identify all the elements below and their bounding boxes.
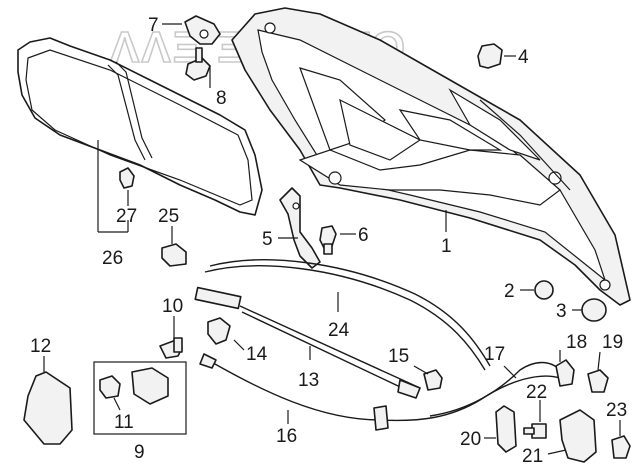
label-26: 26 [102, 248, 123, 269]
label-11: 11 [114, 412, 134, 433]
part-17-cable [429, 361, 561, 417]
label-24: 24 [328, 320, 350, 341]
part-20-latch [495, 405, 517, 453]
label-3: 3 [556, 301, 567, 322]
label-17: 17 [484, 344, 505, 365]
part-12-bracket [23, 371, 73, 445]
label-21: 21 [522, 446, 543, 467]
part-4-bumper [477, 43, 503, 69]
part-23-clip [611, 435, 631, 459]
label-23: 23 [606, 400, 627, 421]
part-2-plug [534, 280, 554, 300]
part-15-bumper [423, 369, 443, 391]
label-16: 16 [276, 426, 297, 447]
part-5-hinge [279, 187, 321, 269]
part-21-latch [559, 409, 597, 463]
label-15: 15 [388, 346, 409, 367]
label-20: 20 [460, 429, 481, 450]
label-8: 8 [216, 88, 227, 109]
label-7: 7 [148, 15, 159, 36]
part-22-bolt [523, 423, 547, 439]
label-27: 27 [116, 206, 137, 227]
part-10-bolt [159, 337, 183, 359]
part-7-bracket [184, 15, 221, 45]
label-18: 18 [566, 332, 587, 353]
label-2: 2 [504, 281, 515, 302]
part-18-clip [555, 359, 575, 387]
label-6: 6 [358, 225, 369, 246]
part-3-plug [581, 298, 607, 322]
part-24-seal [204, 259, 491, 371]
label-14: 14 [246, 344, 268, 365]
callout-labels: 1 2 3 4 5 6 7 8 9 10 11 12 13 14 15 16 1… [30, 15, 627, 467]
part-6-bolt [319, 225, 337, 255]
label-25: 25 [158, 206, 179, 227]
part-8-bolt [185, 47, 211, 81]
part-9-kit-box [93, 361, 187, 435]
label-1: 1 [441, 236, 452, 257]
part-13-prop-rod [194, 286, 421, 399]
label-13: 13 [298, 370, 319, 391]
label-22: 22 [526, 382, 547, 403]
leader-lines [43, 23, 621, 455]
part-19-clip [587, 369, 609, 393]
label-12: 12 [30, 336, 51, 357]
label-19: 19 [602, 332, 623, 353]
part-hood [231, 7, 631, 306]
part-insulator [17, 37, 263, 216]
label-4: 4 [518, 47, 529, 68]
part-16-cable [207, 359, 561, 422]
label-5: 5 [262, 229, 273, 250]
label-9: 9 [134, 442, 145, 463]
part-14-clip [207, 317, 231, 345]
part-25-clip [161, 243, 187, 267]
label-10: 10 [162, 296, 183, 317]
part-27-clip [119, 167, 135, 189]
